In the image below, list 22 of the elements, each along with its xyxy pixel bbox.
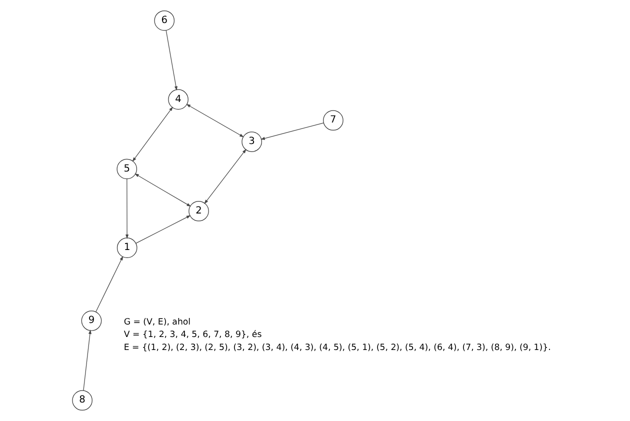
arrow xyxy=(82,330,91,391)
label: G = (V, E), ahol xyxy=(123,317,190,328)
node-circle: 6 xyxy=(154,10,174,31)
node-circle: 4 xyxy=(168,89,188,110)
arrow xyxy=(260,122,324,140)
arrow xyxy=(125,178,128,239)
arrow xyxy=(132,106,172,162)
arrow xyxy=(186,104,244,138)
node-circle: 7 xyxy=(322,110,343,131)
arrow xyxy=(134,174,191,207)
node-circle: 3 xyxy=(241,132,262,152)
arrow xyxy=(135,215,190,244)
node-circle: 5 xyxy=(116,158,137,180)
arrow xyxy=(95,256,123,312)
node-circle: 8 xyxy=(72,390,92,411)
arrow xyxy=(204,149,246,204)
label: E = {(1, 2), (2, 3), (2, 5), (3, 2), (3, 4), (4, 3), (4, 5), (5, 1), (5, 2), (5, 4), (6, 4), (7, 3), (8, 9), (9, 1)}. xyxy=(123,343,550,354)
label: V = {1, 2, 3, 4, 5, 6, 7, 8, 9}, és xyxy=(123,330,262,340)
arrow xyxy=(165,30,177,91)
node-circle: 2 xyxy=(188,201,208,222)
node-circle: 9 xyxy=(80,310,102,331)
node-circle: 1 xyxy=(116,238,137,258)
